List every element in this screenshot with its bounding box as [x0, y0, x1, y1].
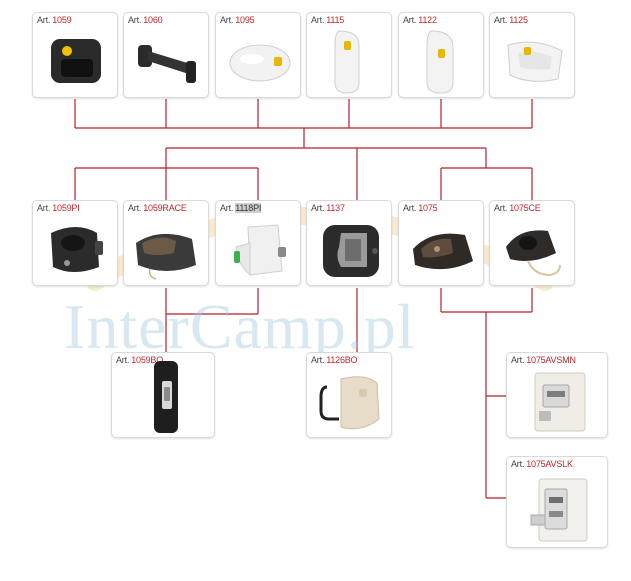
white-box-lock-icon	[234, 224, 286, 277]
product-label: Art.1126BO	[311, 355, 358, 365]
product-card-1115[interactable]: Art.1115	[306, 12, 392, 98]
product-label: Art.1059	[37, 15, 72, 25]
product-card-1075ce[interactable]: Art.1075CE	[489, 200, 575, 286]
product-card-1060[interactable]: Art.1060	[123, 12, 209, 98]
white-plate-mechanism-long-icon	[530, 478, 588, 542]
product-label: Art.1125	[494, 15, 528, 25]
white-oval-lock-icon	[229, 44, 291, 82]
product-label: Art.1059BO	[116, 355, 164, 365]
product-card-1059[interactable]: Art.1059	[32, 12, 118, 98]
product-card-1075[interactable]: Art.1075	[398, 200, 484, 286]
black-vertical-bolt-icon	[154, 361, 178, 433]
white-tall-lock-icon	[426, 30, 454, 94]
watermark-text: InterCamp.pl	[64, 291, 416, 362]
product-card-1059race[interactable]: Art.1059RACE	[123, 200, 209, 286]
product-label: Art.1118PI	[220, 203, 262, 213]
product-label: Art.1060	[128, 15, 163, 25]
product-card-1075avslk[interactable]: Art.1075AVSLK	[506, 456, 608, 548]
dark-brown-lock-icon	[413, 233, 473, 270]
product-card-1126bo[interactable]: Art.1126BO	[306, 352, 392, 438]
black-rounded-lock-icon	[51, 227, 103, 272]
product-card-1118pi[interactable]: Art.1118PI	[215, 200, 301, 286]
product-label: Art.1115	[311, 15, 345, 25]
product-label: Art.1075CE	[494, 203, 541, 213]
white-plate-mechanism-icon	[534, 372, 586, 432]
product-label: Art.1059RACE	[128, 203, 187, 213]
product-label: Art.1075AVSLK	[511, 459, 573, 469]
product-card-1059pi[interactable]: Art.1059PI	[32, 200, 118, 286]
product-card-1095[interactable]: Art.1095	[215, 12, 301, 98]
product-card-1059bo[interactable]: Art.1059BO	[111, 352, 215, 438]
product-label: Art.1075	[403, 203, 438, 213]
grey-square-lock-icon	[323, 225, 379, 277]
product-card-1137[interactable]: Art.1137	[306, 200, 392, 286]
beige-padlock-icon	[319, 376, 380, 430]
product-label: Art.1122	[403, 15, 437, 25]
product-label: Art.1059PI	[37, 203, 80, 213]
product-card-1125[interactable]: Art.1125	[489, 12, 575, 98]
product-card-1122[interactable]: Art.1122	[398, 12, 484, 98]
white-paddle-lock-icon	[507, 41, 563, 82]
black-grab-handle-icon	[138, 45, 196, 83]
product-label: Art.1137	[311, 203, 345, 213]
white-tall-lock-icon	[334, 30, 360, 94]
black-square-handle-icon	[51, 39, 101, 83]
product-label: Art.1075AVSMN	[511, 355, 576, 365]
dark-lock-with-cord-icon	[506, 230, 561, 277]
dark-race-lock-icon	[136, 233, 196, 280]
product-label: Art.1095	[220, 15, 255, 25]
product-card-1075avsmn[interactable]: Art.1075AVSMN	[506, 352, 608, 438]
